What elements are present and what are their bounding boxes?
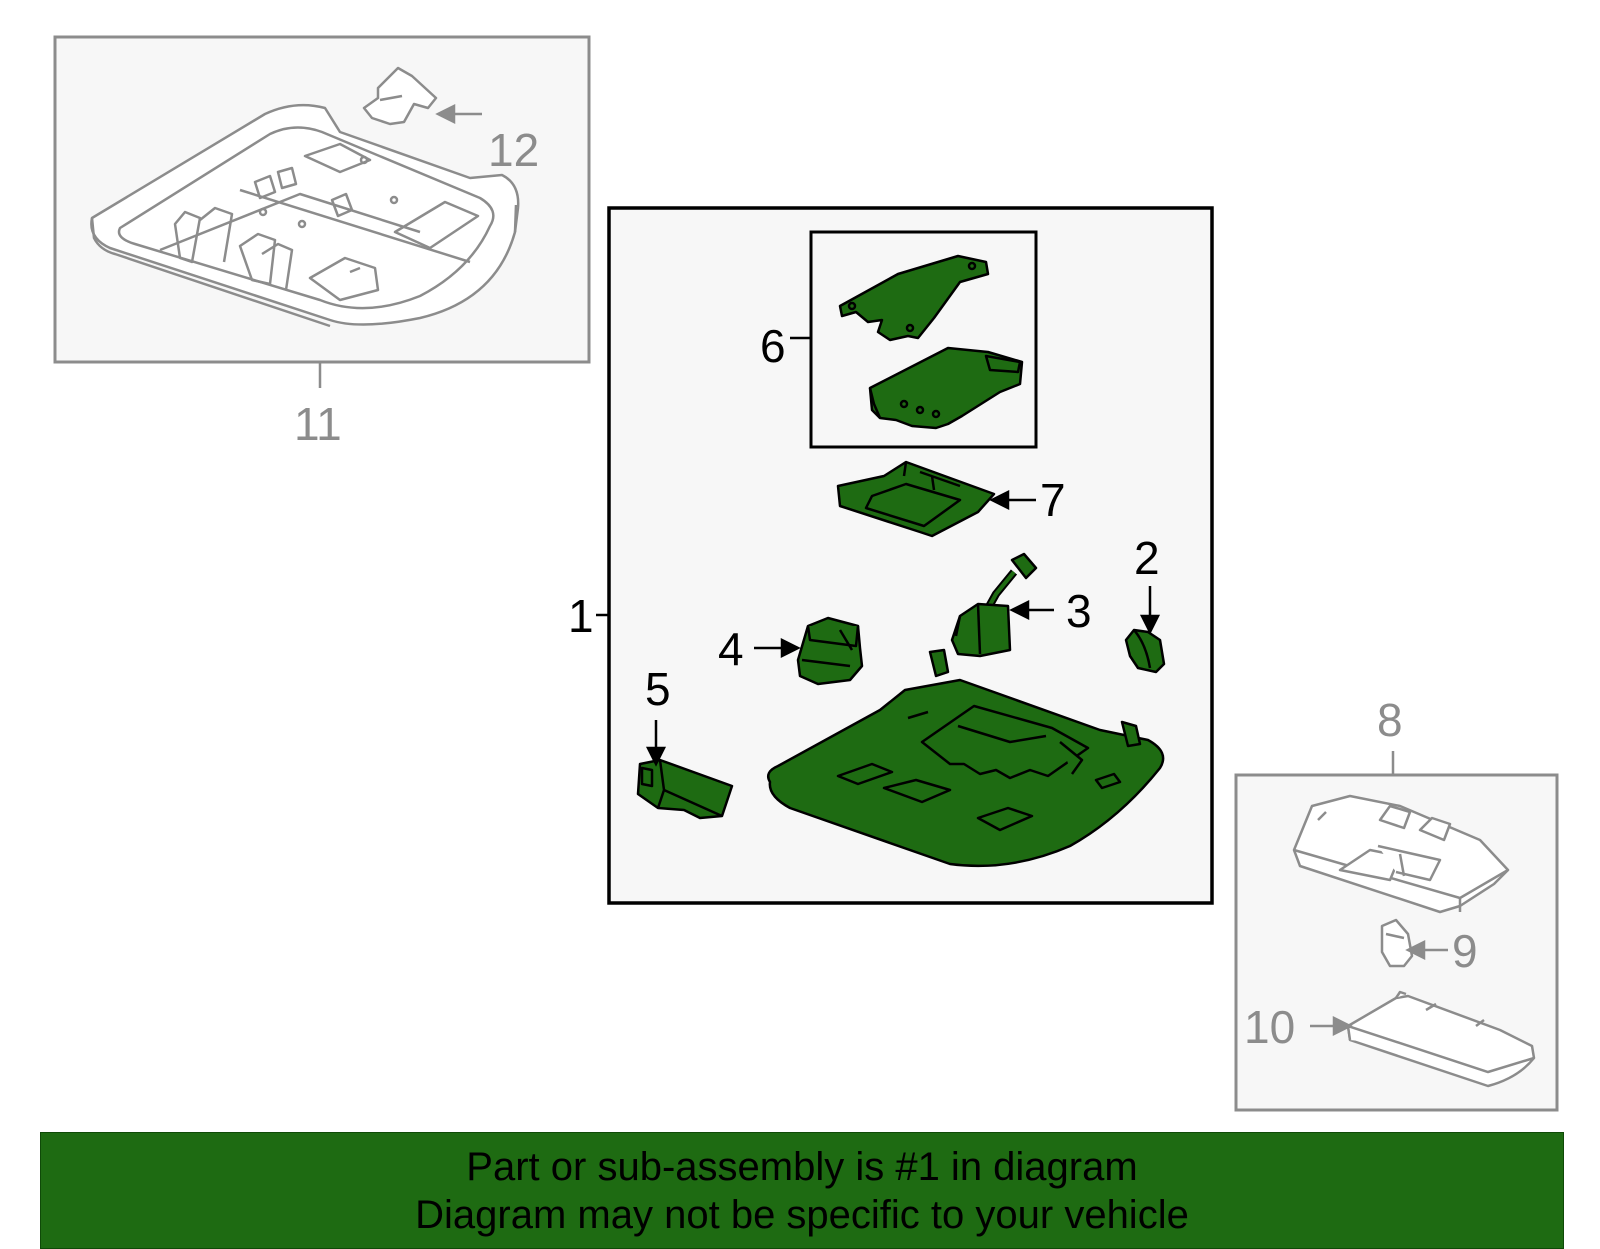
callout-12: 12 [488, 124, 539, 176]
arrow-5 [645, 720, 667, 767]
info-banner: Part or sub-assembly is #1 in diagram Di… [40, 1132, 1564, 1249]
part-5-sensor[interactable] [636, 758, 734, 820]
arrow-7 [989, 489, 1036, 511]
callout-2: 2 [1134, 532, 1160, 584]
part-6-module[interactable] [838, 254, 1024, 430]
part-3-harness[interactable] [950, 552, 1038, 658]
part-2-bulb[interactable] [1124, 628, 1166, 674]
callout-5: 5 [645, 663, 671, 715]
console-housing[interactable] [767, 648, 1165, 868]
arrow-10 [1310, 1015, 1353, 1037]
part-9-bulb[interactable] [1380, 918, 1414, 968]
callout-8: 8 [1377, 694, 1403, 746]
banner-line-1: Part or sub-assembly is #1 in diagram [466, 1144, 1138, 1189]
arrow-9 [1405, 939, 1448, 961]
callout-9: 9 [1452, 925, 1478, 977]
part-8-lamp-housing[interactable] [1292, 794, 1510, 914]
callout-6: 6 [760, 320, 786, 372]
callout-7: 7 [1040, 474, 1066, 526]
callout-10: 10 [1244, 1001, 1295, 1053]
arrow-2 [1139, 586, 1161, 635]
part-10-lens[interactable] [1346, 990, 1536, 1088]
callout-3: 3 [1066, 585, 1092, 637]
part-11-console-frame[interactable] [90, 103, 520, 328]
arrow-12 [435, 103, 482, 125]
part-12-bracket[interactable] [362, 66, 438, 126]
part-7-lens[interactable] [836, 460, 996, 538]
callout-11: 11 [294, 398, 342, 450]
callout-1: 1 [568, 590, 594, 642]
banner-line-2: Diagram may not be specific to your vehi… [415, 1192, 1189, 1237]
arrow-3 [1009, 599, 1054, 621]
part-4-switch[interactable] [796, 616, 864, 686]
arrow-4 [754, 637, 801, 659]
callout-4: 4 [718, 623, 744, 675]
